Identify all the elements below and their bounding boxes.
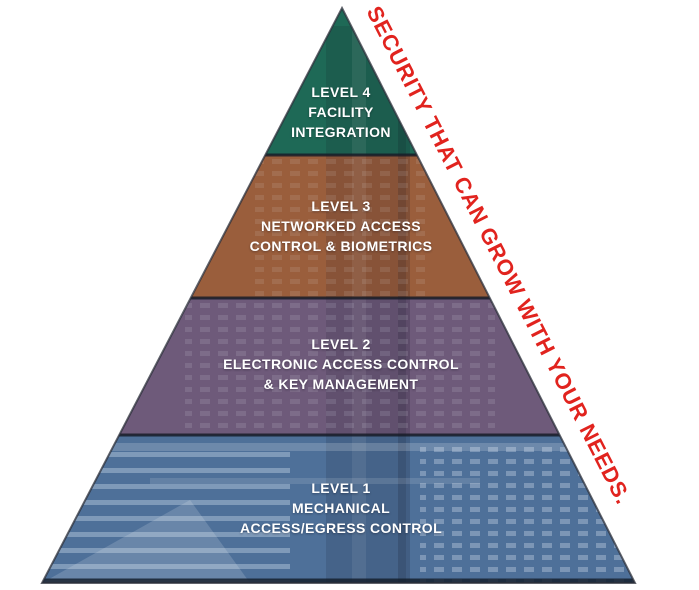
level-4-label: LEVEL 4 FACILITY INTEGRATION xyxy=(291,82,391,142)
level-2-line-2: ELECTRONIC ACCESS CONTROL xyxy=(223,356,459,372)
level-3-line-1: LEVEL 3 xyxy=(311,198,371,214)
building-texture xyxy=(42,26,635,583)
level-2-line-1: LEVEL 2 xyxy=(311,336,371,352)
level-4-line-2: FACILITY xyxy=(308,104,374,120)
level-1-line-1: LEVEL 1 xyxy=(311,480,371,496)
level-3-label: LEVEL 3 NETWORKED ACCESS CONTROL & BIOME… xyxy=(250,196,433,256)
band-dividers xyxy=(42,153,635,583)
level-2-label: LEVEL 2 ELECTRONIC ACCESS CONTROL & KEY … xyxy=(223,334,459,394)
level-1-line-2: MECHANICAL xyxy=(291,500,391,516)
level-1-label: LEVEL 1 MECHANICAL ACCESS/EGRESS CONTROL xyxy=(240,478,442,538)
level-4-line-1: LEVEL 4 xyxy=(311,84,371,100)
level-1-line-3: ACCESS/EGRESS CONTROL xyxy=(239,520,443,536)
pyramid-outline xyxy=(40,5,637,584)
level-2-line-3: & KEY MANAGEMENT xyxy=(263,376,419,392)
level-4-line-3: INTEGRATION xyxy=(291,124,391,140)
level-3-line-3: CONTROL & BIOMETRICS xyxy=(249,238,433,254)
level-4-band xyxy=(265,8,417,155)
level-3-line-2: NETWORKED ACCESS xyxy=(261,218,421,234)
